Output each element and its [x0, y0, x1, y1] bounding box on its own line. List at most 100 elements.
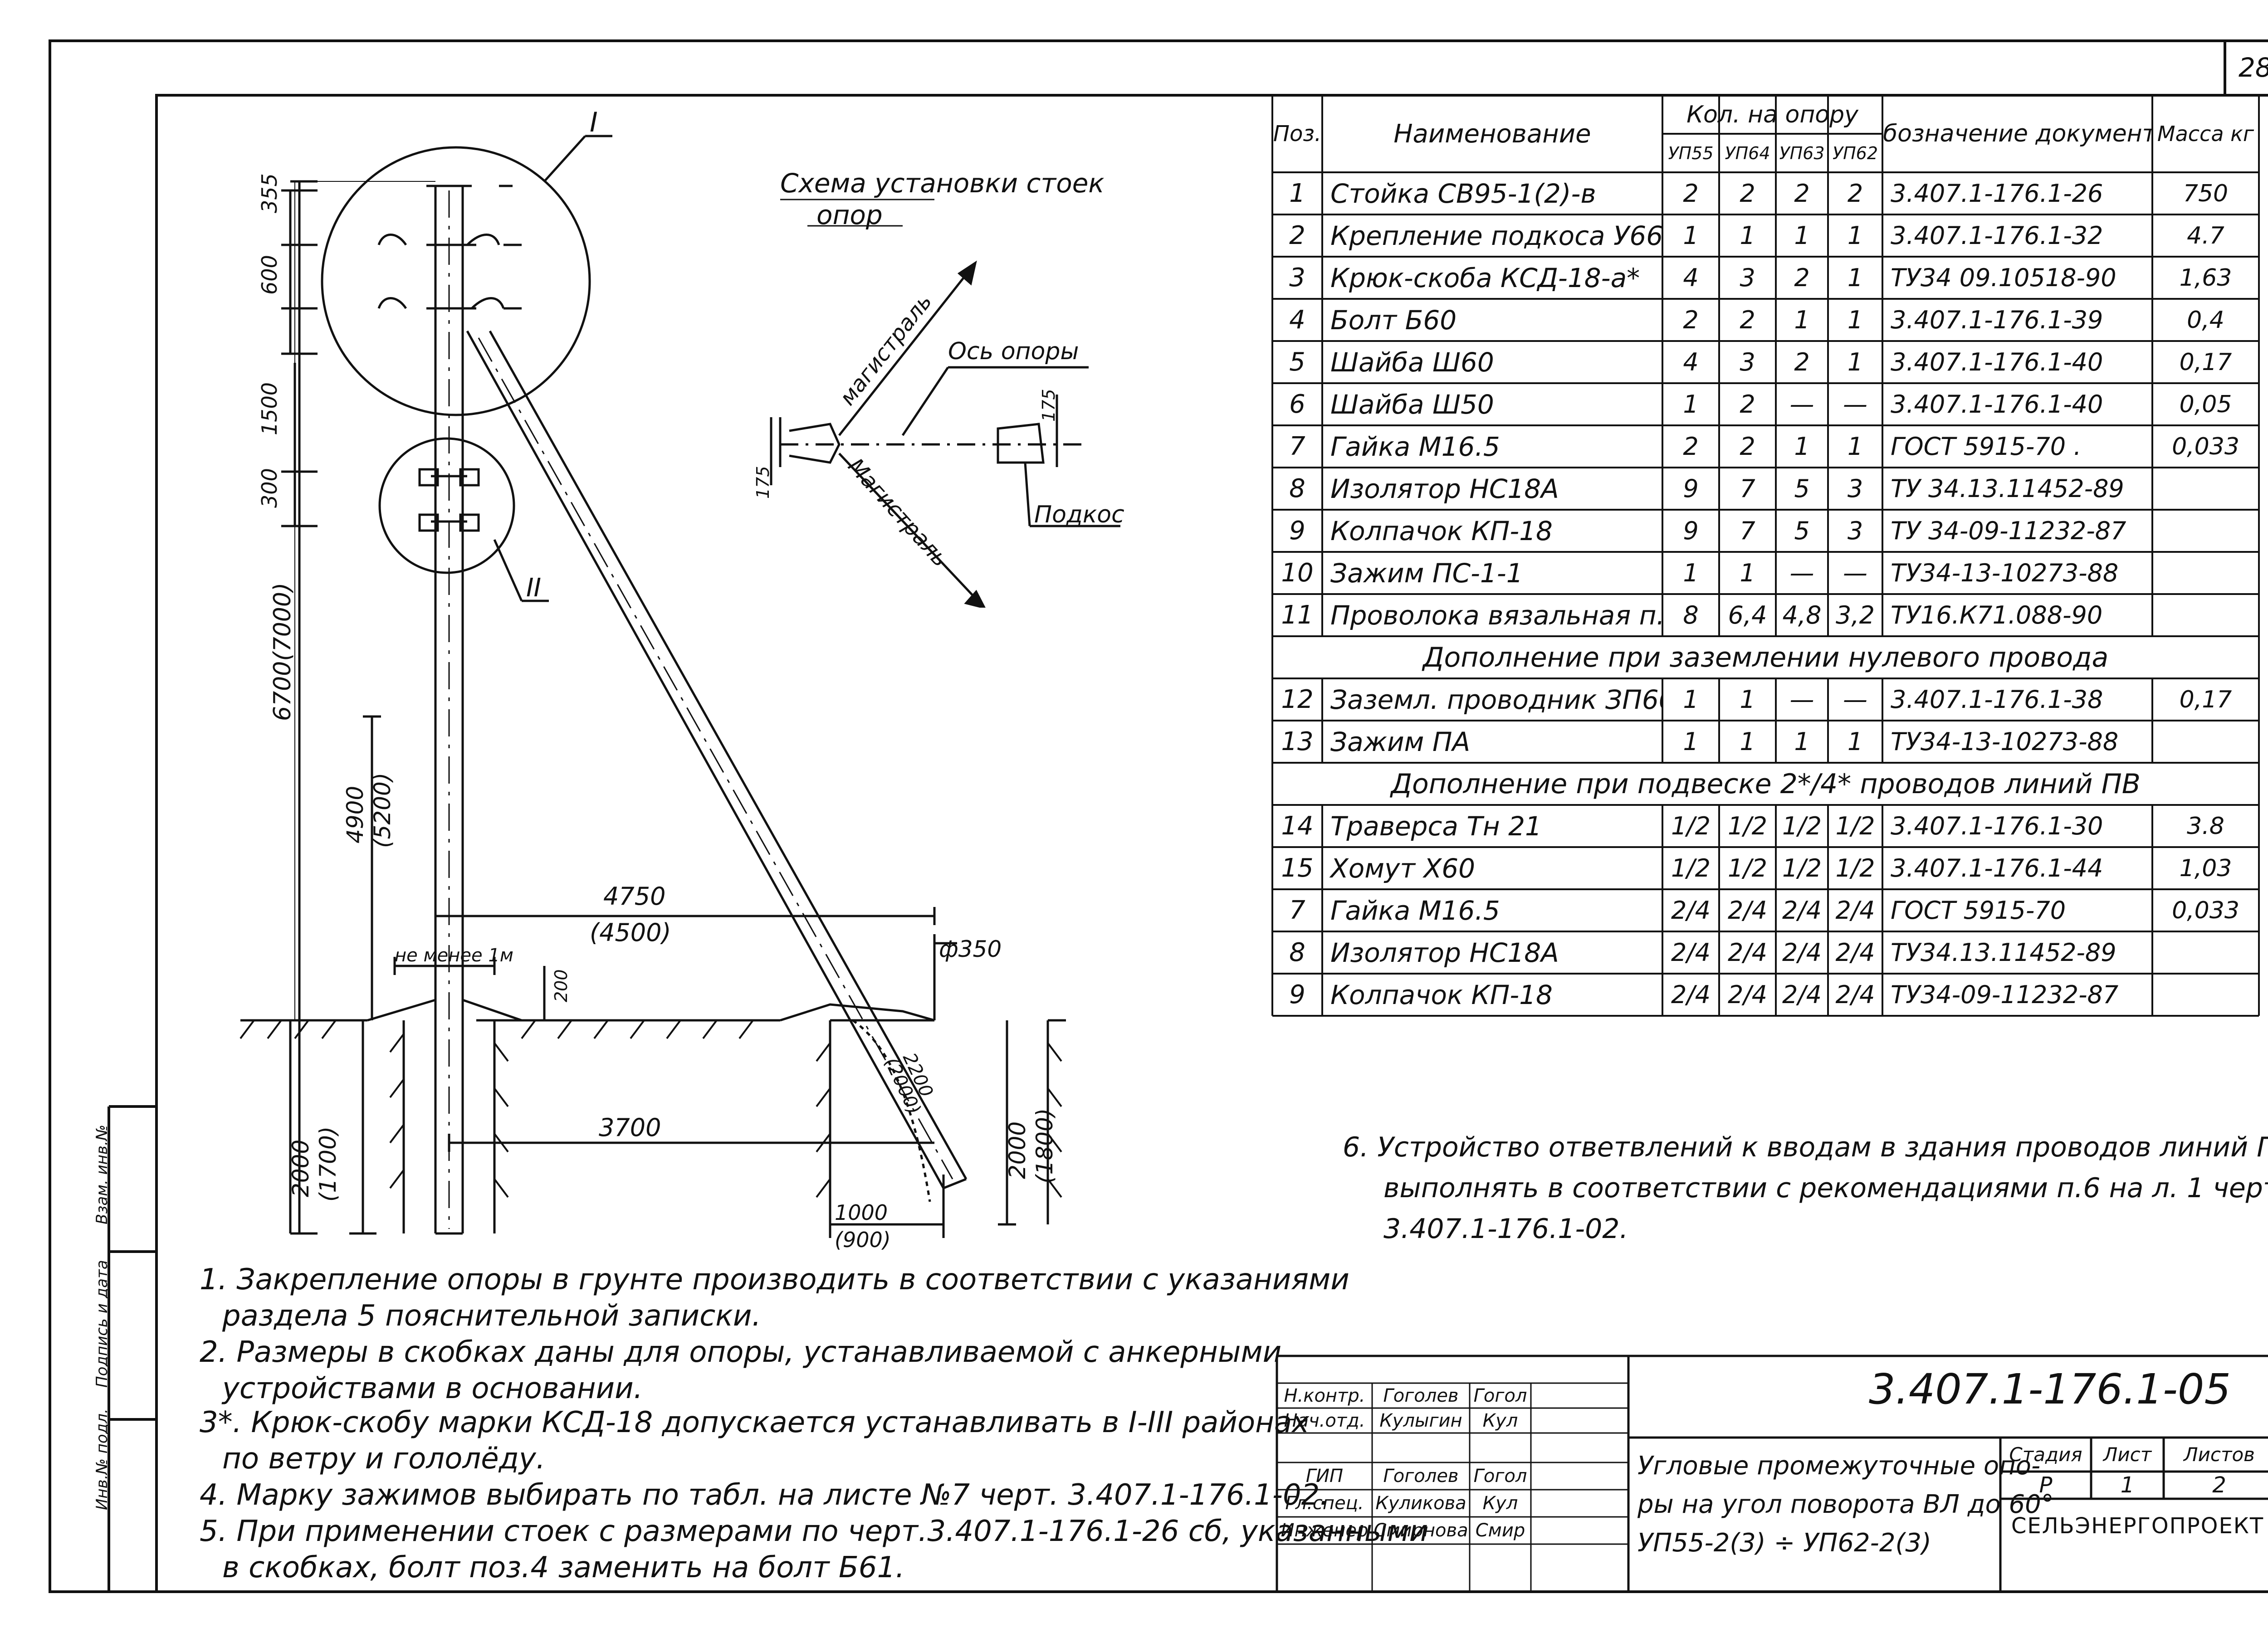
table-row-qty: 1 [1847, 727, 1863, 756]
table-row-doc: ТУ 34.13.11452-89 [1891, 474, 2124, 503]
general-note-2-cont: устройствами в основании. [222, 1372, 643, 1405]
table-row-qty: 1 [1847, 348, 1863, 376]
table-row-qty: 1/2 [1728, 854, 1767, 882]
general-note-2: 2. Размеры в скобках даны для опоры, уст… [200, 1336, 1282, 1369]
table-row-name: Хомут Х60 [1330, 853, 1476, 884]
table-row-doc: ТУ16.К71.088-90 [1891, 601, 2103, 629]
table-row-doc: ТУ34 09.10518-90 [1891, 263, 2116, 292]
table-row-qty: 1 [1740, 221, 1755, 250]
table-row-qty: 2/4 [1671, 980, 1711, 1009]
document-code: 3.407.1-176.1-05 [1869, 1365, 2231, 1414]
table-row-doc: 3.407.1-176.1-40 [1891, 390, 2103, 419]
table-row-qty: 9 [1683, 474, 1699, 503]
dim-350: ф350 [939, 936, 1002, 962]
table-row-qty: 2 [1740, 306, 1755, 334]
table-row-name: Болт Б60 [1330, 304, 1457, 336]
table-header-col: УП55 [1668, 143, 1714, 163]
general-note-5: 5. При применении стоек с размерами по ч… [200, 1515, 1428, 1548]
pole-elevation-drawing: 355 600 1500 300 6700(7000) 4900 (5200) … [240, 107, 1066, 1252]
table-row-qty: 2/4 [1728, 938, 1767, 967]
table-row-qty: 1/2 [1671, 854, 1711, 882]
table-row-qty: — [1789, 390, 1814, 419]
table-row-mass [2152, 468, 2259, 510]
dim-1500: 1500 [257, 382, 282, 435]
table-row-qty: 2 [1740, 432, 1755, 461]
table-row-name: Колпачок КП-18 [1330, 515, 1553, 546]
table-row-doc: ТУ 34-09-11232-87 [1891, 517, 2126, 545]
table-row-doc: ТУ34-13-10273-88 [1891, 727, 2119, 756]
table-row-qty: 3 [1847, 474, 1863, 503]
table-row-pos: 6 [1289, 390, 1305, 419]
table-row-qty: 2 [1683, 306, 1699, 334]
table-row-pos: 11 [1281, 600, 1314, 630]
table-row-mass: 750 [2183, 180, 2229, 207]
table-row-pos: 9 [1289, 516, 1305, 546]
table-row-qty: 2/4 [1782, 896, 1822, 925]
table-row-qty: 1 [1847, 263, 1863, 292]
table-row-qty: 2 [1740, 179, 1755, 208]
sheets-label: Листов [2184, 1443, 2255, 1466]
table-row-qty: 2 [1740, 390, 1755, 419]
table-header-mass: Масса кг [2157, 122, 2254, 146]
tb-role: ГИП [1305, 1466, 1344, 1487]
note-6-line2: выполнять в соответствии с рекомендациям… [1383, 1172, 2268, 1204]
callout-label-II: II [526, 573, 541, 603]
dim-not-less: не менее 1м [395, 945, 513, 966]
table-row-qty: 2/4 [1835, 980, 1875, 1009]
table-header-col: УП63 [1779, 143, 1825, 163]
table-row-qty: 1 [1847, 432, 1863, 461]
table-header-qty: Кол. на опору [1686, 101, 1858, 128]
dim-5200: (5200) [369, 773, 396, 848]
dim-200: 200 [551, 969, 571, 1002]
table-row-pos: 2 [1289, 221, 1305, 250]
stage-label: Стадия [2009, 1443, 2082, 1466]
table-row-qty: 5 [1794, 474, 1810, 503]
table-row-pos: 5 [1289, 347, 1305, 377]
dim-1800: (1800) [1031, 1108, 1058, 1184]
table-row-doc: ТУ34-09-11232-87 [1891, 980, 2119, 1009]
table-row-qty: — [1789, 559, 1814, 587]
dim-4750: 4750 [603, 882, 665, 911]
table-row-qty: 2/4 [1671, 896, 1711, 925]
general-note-3: 3*. Крюк-скобу марки КСД-18 допускается … [200, 1406, 1310, 1439]
table-row-qty: 8 [1683, 601, 1699, 629]
table-row-name: Гайка М16.5 [1330, 431, 1500, 462]
table-row-mass: 0,17 [2179, 348, 2232, 376]
dim-3700: 3700 [599, 1113, 661, 1142]
table-row-doc: ГОСТ 5915-70 . [1891, 432, 2082, 461]
table-section-pv-lines: Дополнение при подвеске 2*/4* проводов л… [1391, 768, 2141, 800]
table-row-pos: 4 [1289, 305, 1305, 335]
tb-role: Инженер [1281, 1520, 1369, 1541]
table-header-col: УП64 [1725, 143, 1770, 163]
sheet-value: 1 [2120, 1472, 2135, 1498]
table-row-qty: 2 [1794, 179, 1810, 208]
schema-podkos-label: Подкос [1034, 501, 1124, 528]
table-row-qty: 5 [1794, 517, 1810, 545]
table-row-mass: 0,4 [2187, 306, 2224, 334]
table-row-qty: — [1789, 685, 1814, 714]
table-row-pos: 8 [1289, 938, 1305, 967]
table-row-name: Крепление подкоса У66 [1330, 220, 1662, 251]
table-row-mass: 0,17 [2179, 686, 2232, 713]
table-row-name: Стойка СВ95-1(2)-в [1330, 178, 1596, 209]
table-row-qty: 1 [1740, 727, 1755, 756]
table-row-qty: 1 [1683, 559, 1699, 587]
table-header-pos: Поз. [1273, 121, 1322, 146]
table-row-pos: 15 [1281, 853, 1314, 883]
dim-4500: (4500) [590, 918, 671, 947]
table-row-doc: 3.407.1-176.1-26 [1891, 179, 2103, 208]
table-row-qty: 2/4 [1782, 980, 1822, 1009]
table-row-mass [2152, 974, 2259, 1016]
table-row-pos: 8 [1289, 474, 1305, 503]
table-row-doc: 3.407.1-176.1-39 [1891, 306, 2103, 334]
table-row-doc: 3.407.1-176.1-44 [1891, 854, 2103, 882]
table-row-qty: 1 [1847, 306, 1863, 334]
tb-name: Кулыгин [1379, 1410, 1462, 1431]
table-row-qty: — [1843, 559, 1867, 587]
table-row-qty: 1/2 [1728, 812, 1767, 840]
table-row-name: Шайба Ш50 [1330, 389, 1494, 420]
dim-6700: 6700(7000) [269, 583, 296, 721]
table-row-qty: 1 [1683, 685, 1699, 714]
table-row-qty: 1/2 [1835, 812, 1875, 840]
